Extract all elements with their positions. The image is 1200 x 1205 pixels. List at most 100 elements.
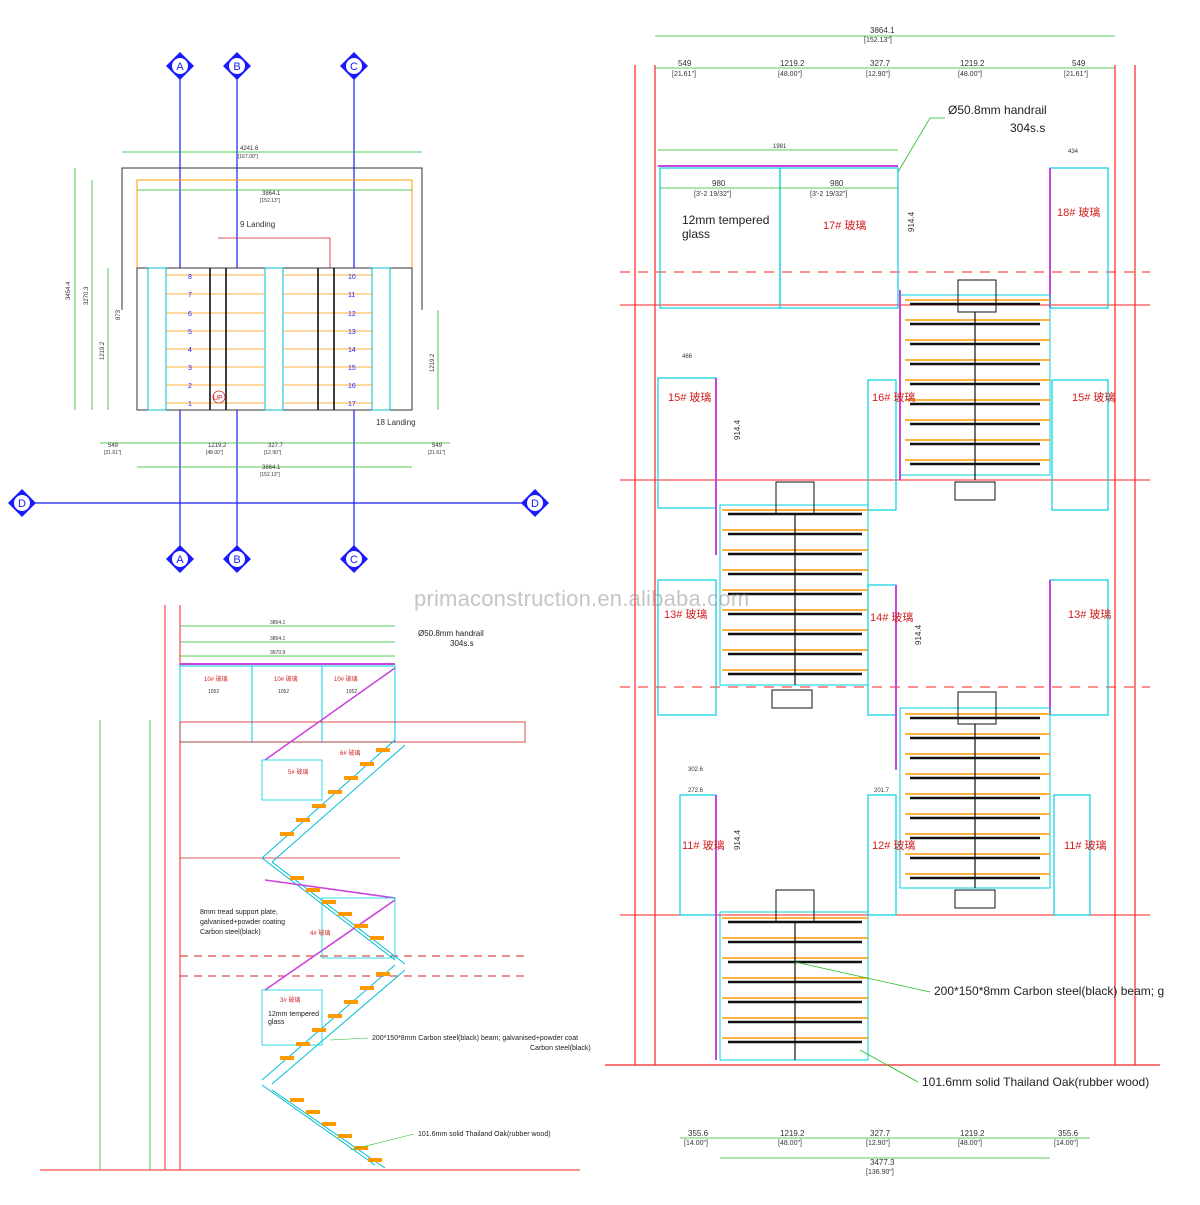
plan-inner-width: 3864.1 — [262, 191, 281, 197]
section-oak-note: 101.6mm solid Thailand Oak(rubber wood) — [418, 1131, 551, 1138]
elev-dim-914: 914.4 — [914, 624, 923, 645]
plan-view: A B C A B C D — [8, 52, 549, 573]
elev-tempered-glass: 12mm tempered — [682, 213, 769, 227]
elev-panel-14: 14# 玻璃 — [870, 610, 913, 624]
section-handrail-note: Ø50.8mm handrail — [418, 629, 484, 638]
plan-step: 16 — [348, 383, 356, 390]
plan-up-label: UP — [213, 395, 223, 402]
elev-dim-434: 434 — [1068, 149, 1079, 155]
elev-top-dim-in: [21.61"] — [1064, 71, 1088, 78]
section-glass-label: 3# 玻璃 — [280, 996, 300, 1004]
svg-text:C: C — [350, 61, 358, 73]
svg-text:C: C — [350, 554, 358, 566]
elev-top-dim-in: [21.61"] — [672, 71, 696, 78]
elev-panel-17: 17# 玻璃 — [823, 218, 866, 232]
plan-step: 7 — [188, 292, 192, 299]
elev-handrail-note: Ø50.8mm handrail — [948, 103, 1047, 117]
svg-text:B: B — [233, 61, 240, 73]
plan-bottom-total-in: [152.13"] — [260, 472, 280, 478]
up-marker — [212, 390, 226, 404]
elevation-view: 3864.1 [152.13"] 549 [21.61"] 1219.2 [48… — [605, 26, 1164, 1176]
elev-oak-note: 101.6mm solid Thailand Oak(rubber wood) — [922, 1075, 1149, 1089]
elev-top-total-in: [152.13"] — [864, 37, 892, 44]
elev-top-dim: 1219.2 — [780, 59, 805, 68]
plan-step: 1 — [188, 401, 192, 408]
elev-bottom-dim-in: [14.00"] — [684, 1140, 708, 1147]
elev-top-dim-in: [48.00"] — [958, 71, 982, 78]
elev-bottom-dim: 1219.2 — [960, 1129, 985, 1138]
elev-top-dim: 549 — [1072, 59, 1086, 68]
elev-bottom-dim-in: [14.00"] — [1054, 1140, 1078, 1147]
grid-bubble-b-top: B — [223, 52, 251, 80]
section-glass-label: 10# 玻璃 — [274, 675, 298, 683]
elev-glass-980b: 980 — [830, 179, 844, 188]
svg-text:A: A — [176, 61, 184, 73]
tread-plate-note: Carbon steel(black) — [200, 929, 261, 936]
elev-dim-914: 914.4 — [733, 419, 742, 440]
section-glass-dim: 1052 — [208, 689, 219, 695]
elev-top-dim: 549 — [678, 59, 692, 68]
plan-bottom-dim: 549 — [108, 443, 119, 449]
grid-bubble-d-right: D — [521, 489, 549, 517]
plan-step: 2 — [188, 383, 192, 390]
elev-dim-914: 914.4 — [733, 829, 742, 850]
grid-bubble-a-bottom: A — [166, 545, 194, 573]
plan-inner-width-in: [152.13"] — [260, 198, 280, 204]
elev-bottom-dim: 327.7 — [870, 1129, 891, 1138]
plan-left-dim: 1219.2 — [100, 341, 106, 360]
elev-panel-13b: 13# 玻璃 — [1068, 607, 1111, 621]
plan-bottom-dim-in: [21.61"] — [428, 450, 446, 456]
elev-dim-302: 302.6 — [688, 767, 704, 773]
section-top-dim: 3670.9 — [270, 650, 286, 656]
grid-bubble-c-bottom: C — [340, 545, 368, 573]
plan-right-dim: 1219.2 — [430, 353, 436, 372]
plan-bottom-total: 3864.1 — [262, 465, 281, 471]
plan-step: 4 — [188, 347, 192, 354]
plan-landing-18: 18 Landing — [376, 418, 416, 427]
elev-top-dim-in: [12.90"] — [866, 71, 890, 78]
elev-bottom-dim: 355.6 — [688, 1129, 709, 1138]
elev-panel-18: 18# 玻璃 — [1057, 205, 1100, 219]
section-glass-dim: 1052 — [278, 689, 289, 695]
elev-bottom-total-in: [136.90"] — [866, 1169, 894, 1176]
plan-step: 11 — [348, 292, 355, 299]
plan-left-dim: 873 — [116, 309, 122, 320]
plan-step: 6 — [188, 311, 192, 318]
plan-landing-9: 9 Landing — [240, 220, 275, 229]
section-tempered-glass: glass — [268, 1019, 285, 1026]
elev-bottom-dim: 355.6 — [1058, 1129, 1079, 1138]
section-view: 3864.1 3864.1 3670.9 Ø50.8mm handrail 30… — [40, 605, 591, 1171]
elev-dim-272: 272.6 — [688, 788, 704, 794]
plan-step: 8 — [188, 274, 192, 281]
svg-text:A: A — [176, 554, 184, 566]
elev-bottom-dim-in: [48.00"] — [958, 1140, 982, 1147]
section-glass-label: 6# 玻璃 — [340, 749, 360, 757]
section-handrail-material: 304s.s — [450, 639, 474, 648]
section-glass-label: 4# 玻璃 — [310, 929, 330, 937]
section-tempered-glass: 12mm tempered — [268, 1011, 319, 1018]
svg-text:B: B — [233, 554, 240, 566]
plan-bottom-dim: 1219.2 — [208, 443, 227, 449]
tread-plate-note: 8mm tread support plate, — [200, 909, 278, 916]
section-top-dim: 3864.1 — [270, 620, 286, 626]
elev-panel-15b: 15# 玻璃 — [1072, 390, 1115, 404]
plan-bottom-dim-in: [12.90"] — [264, 450, 282, 456]
plan-step: 3 — [188, 365, 192, 372]
plan-overall-width: 4241.6 — [240, 146, 259, 152]
section-glass-label: 10# 玻璃 — [334, 675, 358, 683]
plan-step: 5 — [188, 329, 192, 336]
elev-panel-11a: 11# 玻璃 — [682, 838, 725, 852]
section-beam-note: Carbon steel(black) — [530, 1045, 591, 1052]
elev-panel-11b: 11# 玻璃 — [1064, 838, 1107, 852]
elev-top-dim: 1219.2 — [960, 59, 985, 68]
plan-step: 17 — [348, 401, 356, 408]
tread-plate-note: galvanised+powder coating — [200, 919, 285, 926]
plan-step: 14 — [348, 347, 356, 354]
elev-beam-note: 200*150*8mm Carbon steel(black) beam; g — [934, 984, 1164, 998]
elev-bottom-dim-in: [12.90"] — [866, 1140, 890, 1147]
plan-bottom-dim: 549 — [432, 443, 443, 449]
elev-bottom-dim: 1219.2 — [780, 1129, 805, 1138]
grid-bubble-c-top: C — [340, 52, 368, 80]
